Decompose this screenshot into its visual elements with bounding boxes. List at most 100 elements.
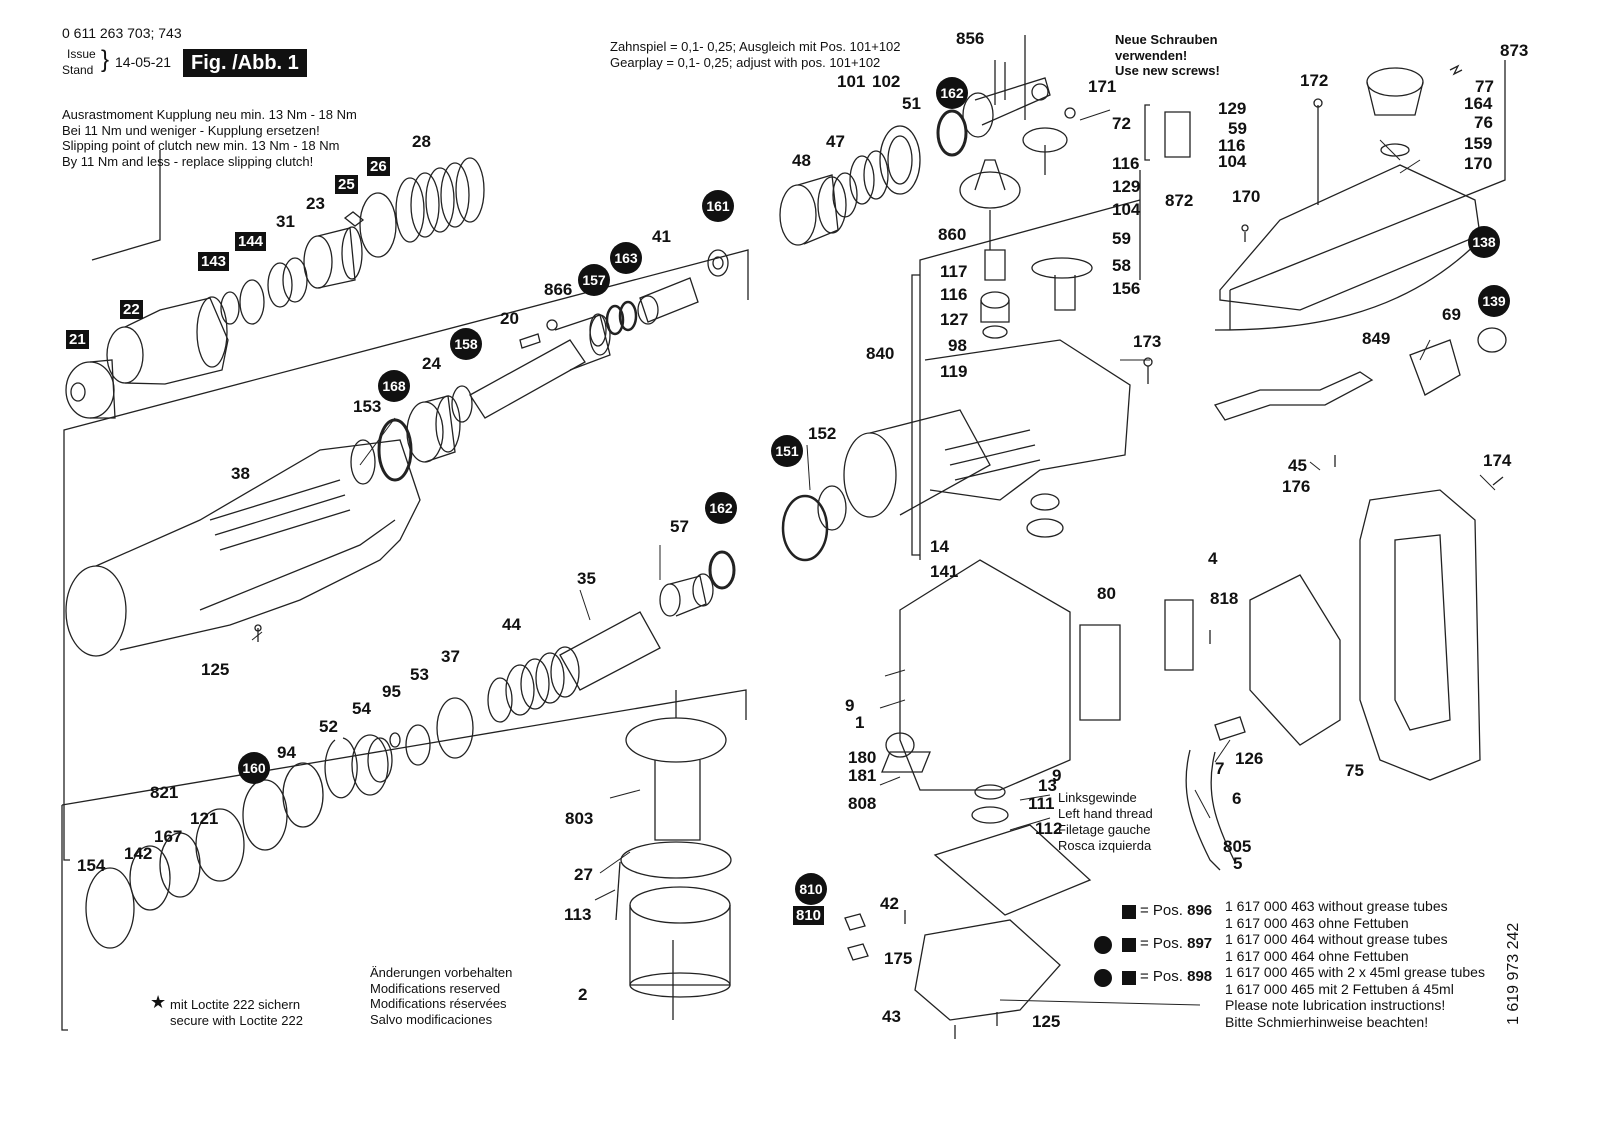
part-28-spring <box>395 157 485 243</box>
part-label-805: 805 <box>1223 837 1252 856</box>
part-label-810-circle: 810 <box>795 873 827 905</box>
part-44-spring-piston <box>487 646 580 723</box>
part-849-seal <box>1214 239 1481 331</box>
part-label-821: 821 <box>150 783 179 802</box>
part-label-53: 53 <box>410 665 429 684</box>
part-label-840: 840 <box>866 344 895 363</box>
part-866-pin <box>519 319 558 349</box>
part-label-69: 69 <box>1442 305 1461 324</box>
part-label-2: 2 <box>578 985 588 1004</box>
pos-prefix: = Pos. <box>1140 902 1183 919</box>
part-20-tool-holder <box>469 314 611 419</box>
part-45-bracket <box>1213 371 1374 421</box>
part-label-4: 4 <box>1208 549 1218 568</box>
part-label-95: 95 <box>382 682 401 701</box>
part-label-14: 14 <box>930 537 949 556</box>
part-label-168: 168 <box>378 370 410 402</box>
part-154-circlip <box>85 867 135 949</box>
part-167-ring <box>159 832 201 898</box>
upper-front-group-frame <box>63 150 749 861</box>
part-125-screws-b <box>954 1012 998 1039</box>
modifications-line: Änderungen vorbehalten <box>370 965 513 980</box>
part-label-9-cover: 9 <box>1052 766 1062 785</box>
part-label-25: 25 <box>335 175 358 194</box>
part-14-bearing <box>1026 493 1064 538</box>
part-label-51: 51 <box>902 94 921 113</box>
part-label-808: 808 <box>848 794 877 813</box>
part-label-167: 167 <box>154 827 183 846</box>
part-159-oring <box>1380 143 1410 157</box>
part-95-pin <box>389 732 401 748</box>
part-1-motor-housing <box>885 559 1071 791</box>
part-label-38: 38 <box>231 464 250 483</box>
part-25-ball <box>343 211 365 227</box>
new-screws-note: Neue Schrauben verwenden! Use new screws… <box>1115 32 1220 79</box>
part-label-156: 156 <box>1112 279 1141 298</box>
part-label-171: 171 <box>1088 77 1117 96</box>
pos-prefix: = Pos. <box>1140 935 1183 952</box>
part-53-washer <box>405 724 431 766</box>
part-26-retainer <box>359 192 397 258</box>
new-screws-line: verwenden! <box>1115 47 1188 63</box>
part-label-72: 72 <box>1112 114 1131 133</box>
loctite-note-line: secure with Loctite 222 <box>170 1012 303 1028</box>
kit-898-pos: = Pos. 898 <box>1140 969 1212 984</box>
part-6-cable <box>1185 749 1236 871</box>
part-label-21: 21 <box>66 330 89 349</box>
kit-897-pos: = Pos. 897 <box>1140 936 1212 951</box>
loctite-note-line: mit Loctite 222 sichern <box>170 997 301 1012</box>
part-57-bushing <box>659 573 714 617</box>
part-117-bearing <box>984 249 1006 281</box>
part-143-ring <box>220 291 240 325</box>
part-label-173: 173 <box>1133 332 1162 351</box>
housing-cover-frame <box>1229 60 1506 330</box>
part-label-125-rear: 125 <box>1032 1012 1061 1031</box>
part-label-104: 104 <box>1112 200 1141 219</box>
part-48-clutch-ring <box>779 174 847 246</box>
part-144-ring <box>239 279 265 325</box>
kit-896-pos: = Pos. 896 <box>1140 903 1212 918</box>
part-label-43: 43 <box>882 1007 901 1026</box>
kit-line: 1 617 000 464 ohne Fettuben <box>1225 947 1409 964</box>
part-label-113: 113 <box>564 905 592 924</box>
part-label-116: 116 <box>1112 154 1140 173</box>
left-hand-thread-note: Linksgewinde Left hand thread Filetage g… <box>1058 790 1153 854</box>
document-number: 0 611 263 703; 743 <box>62 25 182 41</box>
part-127-sleeve <box>980 291 1010 323</box>
clutch-note-line: Ausrastmoment Kupplung neu min. 13 Nm - … <box>62 107 357 122</box>
part-label-119: 119 <box>940 362 968 381</box>
part-label-24: 24 <box>422 354 441 373</box>
part-label-7: 7 <box>1215 759 1225 778</box>
part-label-23: 23 <box>306 194 325 213</box>
part-label-112: 112 <box>1035 819 1063 838</box>
kit-line: 1 617 000 465 with 2 x 45ml grease tubes <box>1225 964 1485 980</box>
part-label-153: 153 <box>353 397 382 416</box>
part-label-176: 176 <box>1282 477 1311 496</box>
part-158-ring <box>451 385 473 423</box>
part-handle-shell <box>1359 489 1481 781</box>
part-label-116-switch: 116 <box>1218 136 1246 155</box>
part-180-label <box>881 751 931 773</box>
part-label-31: 31 <box>276 212 295 231</box>
new-screws-line: Use new screws! <box>1115 63 1220 78</box>
part-43-end-cover <box>914 919 1061 1021</box>
brace-symbol: } <box>101 46 110 73</box>
part-label-160: 160 <box>238 752 270 784</box>
part-129-switch-block <box>1164 111 1191 158</box>
part-162-ring-b <box>708 550 736 590</box>
part-label-52: 52 <box>319 717 338 736</box>
part-label-111: 111 <box>1028 794 1055 813</box>
part-label-98: 98 <box>948 336 967 355</box>
part-label-144: 144 <box>235 232 267 251</box>
part-172-screw <box>1313 98 1323 205</box>
thread-note-line: Filetage gauche <box>1058 822 1151 837</box>
kit-line: 1 617 000 463 ohne Fettuben <box>1225 914 1409 931</box>
part-13-bearing <box>971 784 1009 824</box>
part-label-121: 121 <box>190 809 219 828</box>
kit-line: Bitte Schmierhinweise beachten! <box>1225 1013 1429 1030</box>
leader-lines <box>251 109 1496 1006</box>
part-168-oring <box>377 418 413 482</box>
clutch-note-line: Slipping point of clutch new min. 13 Nm … <box>62 138 340 153</box>
thread-note-line: Left hand thread <box>1058 806 1153 821</box>
part-102-shim <box>863 150 889 200</box>
